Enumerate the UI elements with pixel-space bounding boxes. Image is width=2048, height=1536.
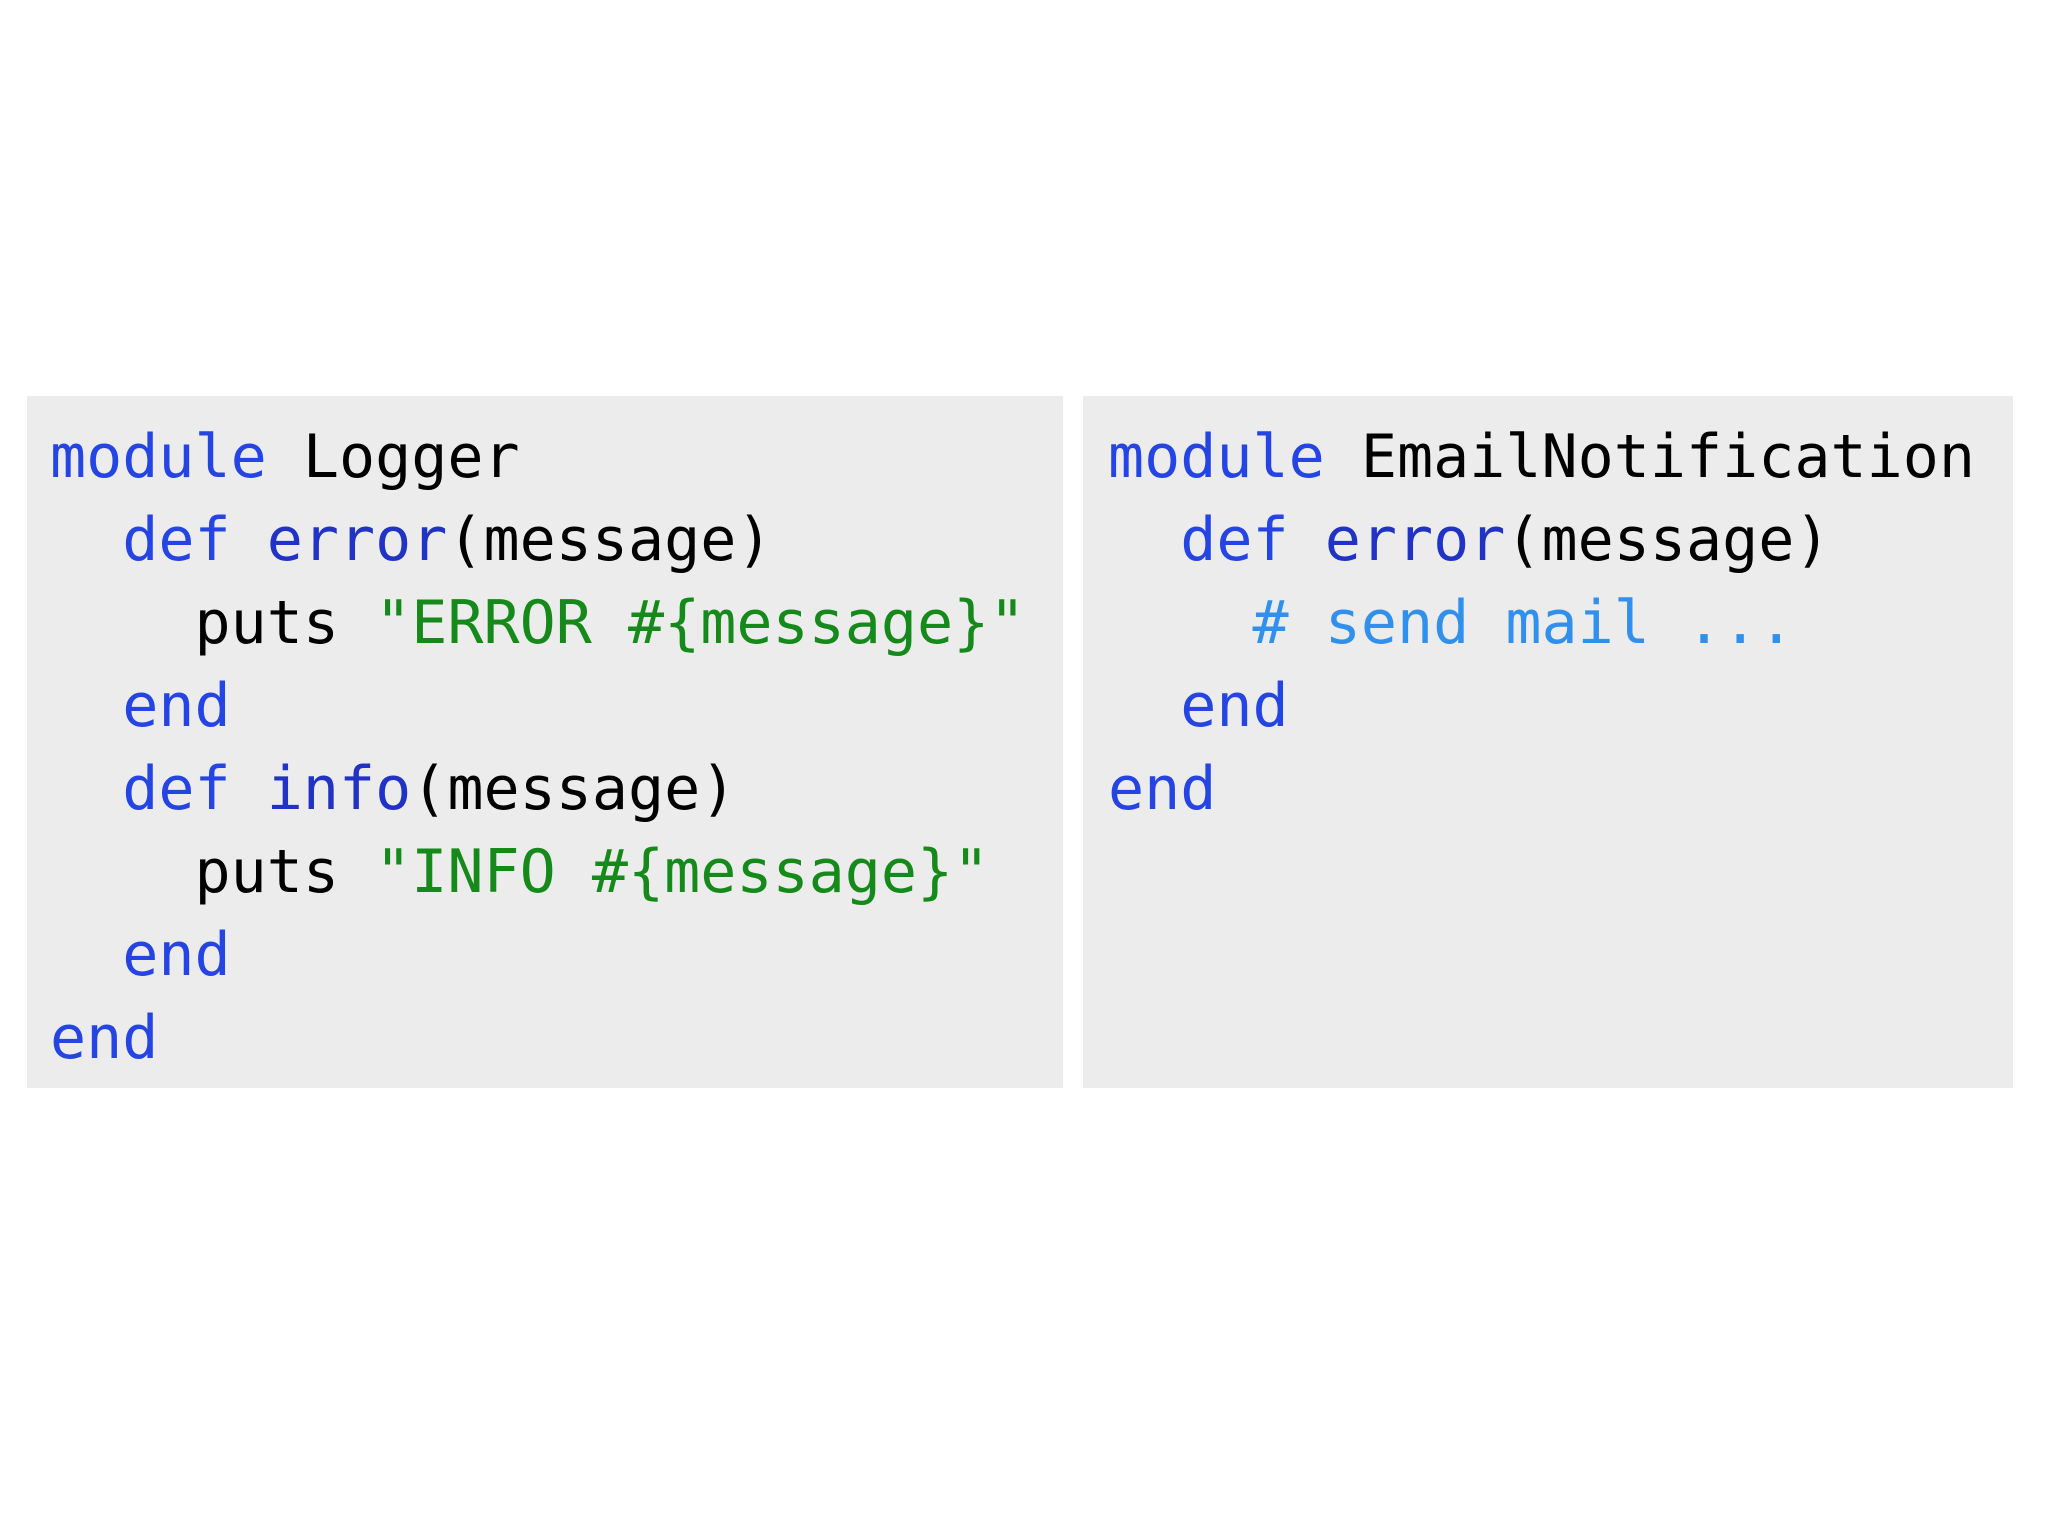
code-line: def error(message) bbox=[1108, 499, 2013, 582]
code-token-plain bbox=[50, 505, 122, 575]
code-token-keyword: end bbox=[1108, 754, 1217, 824]
code-token-plain: (message) bbox=[447, 505, 773, 575]
code-token-plain bbox=[231, 754, 267, 824]
code-line: def error(message) bbox=[50, 499, 1063, 582]
code-token-plain bbox=[50, 671, 122, 741]
code-token-keyword: def bbox=[122, 505, 231, 575]
code-token-plain bbox=[50, 920, 122, 990]
code-token-plain: Logger bbox=[266, 422, 520, 492]
code-line: def info(message) bbox=[50, 748, 1063, 831]
code-token-plain bbox=[1289, 505, 1325, 575]
code-line: end bbox=[50, 997, 1063, 1080]
code-token-plain bbox=[231, 505, 267, 575]
code-token-keyword: end bbox=[122, 671, 231, 741]
code-token-method: info bbox=[266, 754, 412, 824]
code-token-string: "ERROR #{message}" bbox=[375, 588, 1026, 658]
code-token-keyword: def bbox=[1180, 505, 1289, 575]
code-token-plain bbox=[1108, 671, 1180, 741]
code-line: end bbox=[1108, 748, 2013, 831]
code-token-plain: puts bbox=[50, 588, 376, 658]
code-line: end bbox=[50, 914, 1063, 997]
code-panel-email-notification: module EmailNotification def error(messa… bbox=[1083, 396, 2013, 1088]
code-token-keyword: def bbox=[122, 754, 231, 824]
code-line: module EmailNotification bbox=[1108, 416, 2013, 499]
code-token-method: error bbox=[1324, 505, 1506, 575]
code-token-plain: EmailNotification bbox=[1324, 422, 1975, 492]
code-token-plain: puts bbox=[50, 837, 376, 907]
code-token-string: "INFO #{message}" bbox=[375, 837, 990, 907]
code-token-keyword: end bbox=[50, 1003, 159, 1073]
code-token-keyword: module bbox=[1108, 422, 1325, 492]
code-token-keyword: end bbox=[122, 920, 231, 990]
code-token-plain bbox=[50, 754, 122, 824]
code-panel-logger: module Logger def error(message) puts "E… bbox=[27, 396, 1063, 1088]
code-token-comment: # send mail ... bbox=[1252, 588, 1795, 658]
code-line: end bbox=[50, 665, 1063, 748]
code-line: # send mail ... bbox=[1108, 582, 2013, 665]
code-line: end bbox=[1108, 665, 2013, 748]
code-token-plain: (message) bbox=[411, 754, 737, 824]
code-token-keyword: end bbox=[1180, 671, 1289, 741]
code-token-plain bbox=[1108, 505, 1180, 575]
code-line: puts "ERROR #{message}" bbox=[50, 582, 1063, 665]
code-token-plain bbox=[1108, 588, 1253, 658]
code-token-method: error bbox=[266, 505, 448, 575]
code-line: puts "INFO #{message}" bbox=[50, 831, 1063, 914]
code-token-plain: (message) bbox=[1505, 505, 1831, 575]
code-token-keyword: module bbox=[50, 422, 267, 492]
code-line: module Logger bbox=[50, 416, 1063, 499]
